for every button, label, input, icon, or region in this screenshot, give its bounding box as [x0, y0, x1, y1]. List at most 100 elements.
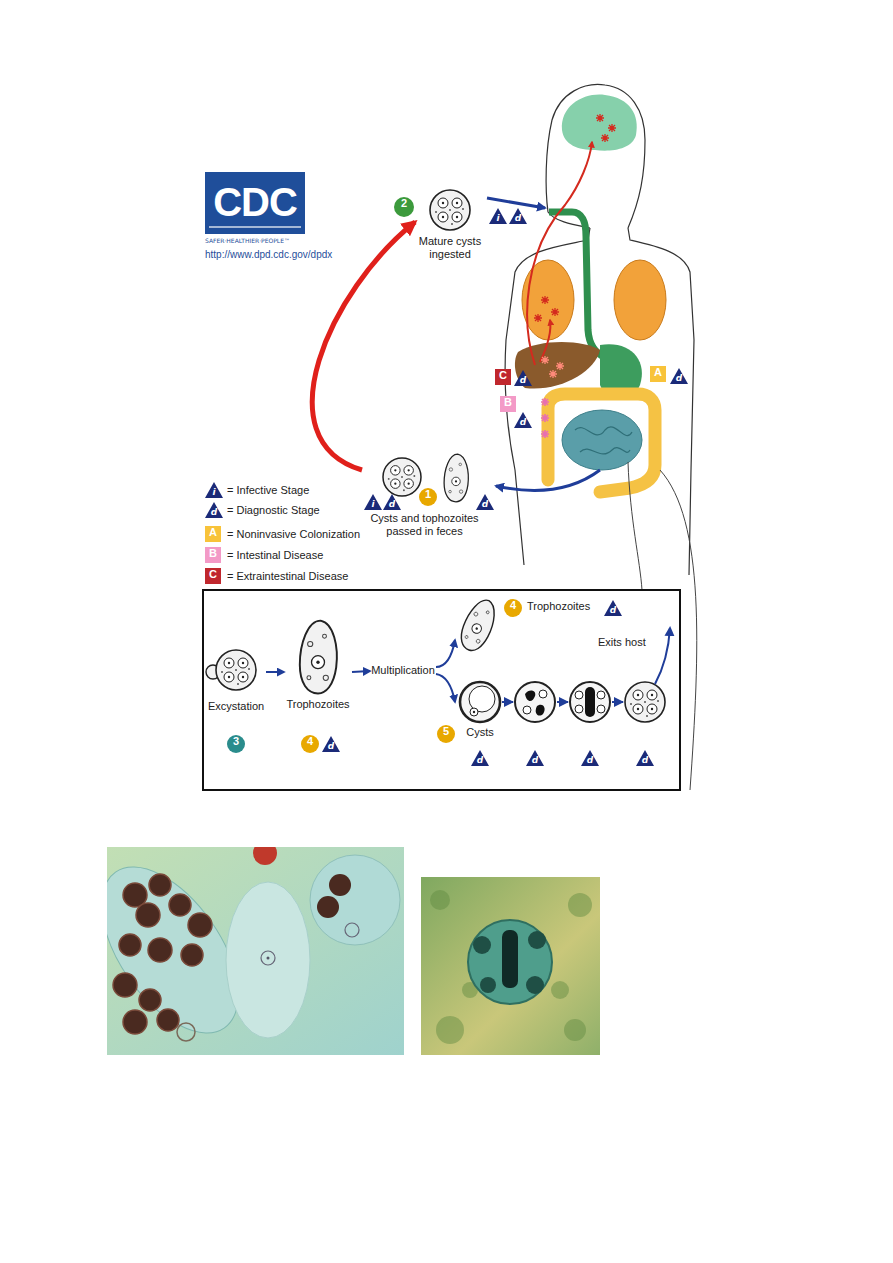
human-body: [540, 320, 551, 362]
stage-letter: d: [514, 416, 532, 428]
micrograph-cyst: [430, 890, 592, 1044]
micrograph-trophozoites: [329, 874, 351, 896]
stage-marker: d: [383, 494, 401, 510]
disease-marker: B: [500, 396, 516, 412]
stage-box: Trophozoites: [455, 596, 590, 654]
stage-marker-shape: [489, 208, 507, 224]
stage-letter: d: [476, 498, 494, 510]
human-body: [549, 212, 605, 358]
stage-letter: d: [471, 754, 489, 766]
micrograph-trophozoites: [123, 1010, 147, 1034]
stage-marker-shape: [526, 750, 544, 766]
cycle-pictures: [383, 190, 697, 790]
stage-letter: d: [604, 604, 622, 616]
micrograph-trophozoites: [317, 896, 339, 918]
stage-marker-shape: [581, 750, 599, 766]
micrograph-trophozoites: [119, 934, 141, 956]
stage-marker: d: [514, 370, 532, 386]
micrograph-cyst: [528, 931, 546, 949]
stage-marker: d: [471, 750, 489, 766]
human-body: [548, 394, 655, 492]
human-body: [505, 84, 694, 575]
micrograph-cyst: [564, 1019, 586, 1041]
stage-marker: d: [604, 600, 622, 616]
micrograph-cyst: [480, 977, 496, 993]
inset-panel: [515, 682, 555, 722]
inset-panel: [300, 621, 337, 694]
cycle-pictures: [383, 458, 421, 496]
human-body: [541, 356, 564, 378]
stage-marker-shape: [670, 368, 688, 384]
human-body: [541, 398, 549, 438]
micrograph-cyst: [473, 931, 546, 994]
micrograph-trophozoites: [148, 938, 172, 962]
micrograph-trophozoites: [345, 923, 359, 937]
callout-number: 2: [394, 197, 414, 217]
micrograph-trophozoites: [169, 894, 191, 916]
cycle-pictures: [660, 470, 697, 790]
stage-caption: Trophozoites: [527, 600, 590, 613]
callout-number: 5: [437, 725, 455, 743]
cdc-logo: [205, 172, 305, 234]
stage-letter: d: [514, 374, 532, 386]
micrograph-trophozoites: [113, 973, 137, 997]
micrograph-trophozoites: [188, 913, 212, 937]
stage-marker-shape: [471, 750, 489, 766]
inset-panel: [570, 682, 610, 722]
micrograph-cyst: [502, 930, 518, 988]
micrograph-trophozoites: [310, 855, 400, 945]
stage-marker-shape: [364, 494, 382, 510]
stage-marker: d: [581, 750, 599, 766]
legend-letter: A: [205, 526, 221, 542]
human-body: [562, 95, 637, 151]
micrograph-cyst: [526, 976, 544, 994]
logo-tagline: SAFER·HEALTHIER·PEOPLE™: [205, 237, 290, 245]
legend-text: = Diagnostic Stage: [227, 503, 320, 517]
micrograph-trophozoites: [107, 847, 404, 1055]
url-text: http://www.dpd.cdc.gov/dpdx: [205, 249, 332, 261]
stage-marker-shape: [604, 600, 622, 616]
inset-panel: [503, 701, 512, 703]
stage-box: Trophozoites: [284, 618, 352, 711]
micrograph-trophozoites: [177, 1023, 195, 1041]
human-body: [527, 142, 592, 365]
stage-marker-shape: [322, 736, 340, 752]
callout-number: 4: [504, 599, 522, 617]
legend-text: = Noninvasive Colonization: [227, 527, 360, 541]
stage-caption: Cysts and tophozoites passed in feces: [362, 512, 487, 538]
stage-marker: d: [322, 736, 340, 752]
human-body: [534, 296, 559, 322]
micrograph-trophozoites: [157, 1009, 179, 1031]
stage-caption: Excystation: [206, 700, 266, 713]
inset-panel: [216, 650, 256, 690]
micrograph-trophozoites: [107, 847, 404, 1055]
stage-marker: i: [489, 208, 507, 224]
cycle-pictures: [487, 198, 545, 208]
stage-caption: Cysts: [455, 726, 505, 739]
stage-letter: i: [364, 498, 382, 510]
stage-marker: d: [509, 208, 527, 224]
cycle-arrow: [352, 671, 370, 672]
human-body: [515, 342, 600, 389]
stage-letter: d: [509, 212, 527, 224]
legend-swatch: C: [205, 568, 221, 584]
cycle-arrow: [266, 671, 284, 673]
stage-marker-shape: [636, 750, 654, 766]
stage-letter: i: [489, 212, 507, 224]
human-body: [575, 427, 632, 454]
legend-text: = Infective Stage: [227, 483, 309, 497]
stage-marker: i: [205, 482, 223, 498]
cycle-pictures: [444, 454, 468, 502]
stage-marker-shape: [509, 208, 527, 224]
stage-box: Mature cysts ingested: [415, 185, 485, 261]
inset-panel: [460, 682, 500, 722]
callout-number: 1: [419, 488, 437, 506]
stage-box: Cysts and tophozoites passed in feces: [362, 455, 487, 538]
cycle-arrow: [436, 640, 455, 667]
legend-letter: B: [205, 547, 221, 563]
callout-number: 3: [227, 735, 245, 753]
stage-marker-shape: [514, 412, 532, 428]
inset-panel: [502, 701, 623, 703]
stage-marker-shape: [383, 494, 401, 510]
